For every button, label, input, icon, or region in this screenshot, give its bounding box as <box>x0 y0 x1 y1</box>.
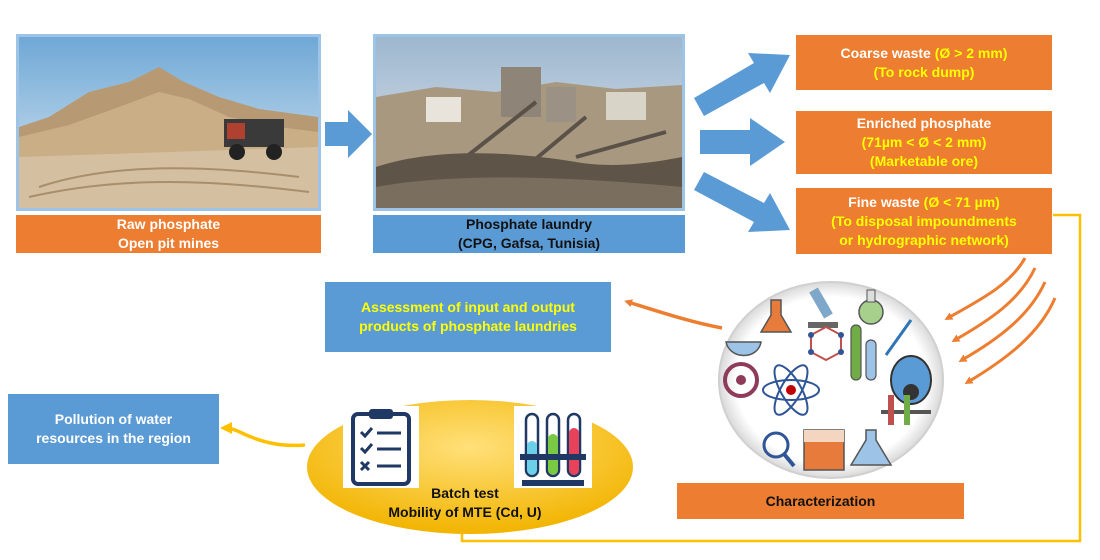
enriched-phosphate-box: Enriched phosphate (71µm < Ø < 2 mm) (Ma… <box>796 111 1052 174</box>
coarse-waste-box: Coarse waste (Ø > 2 mm) (To rock dump) <box>796 35 1052 90</box>
raw-phosphate-line2: Open pit mines <box>117 235 220 251</box>
enriched-phosphate-destination: (Marketable ore) <box>869 153 979 169</box>
raw-phosphate-line1: Raw phosphate <box>116 216 221 232</box>
arrow-to-pollution <box>220 422 306 448</box>
coarse-waste-size: (Ø > 2 mm) <box>934 44 1008 61</box>
phosphate-laundry-line2: (CPG, Gafsa, Tunisia) <box>457 235 601 251</box>
open-pit-mine-photo <box>16 34 321 211</box>
curved-arrow-3 <box>958 281 1047 363</box>
pollution-box: Pollution of water resources in the regi… <box>8 394 219 464</box>
fine-waste-label: Fine waste <box>848 193 920 210</box>
assessment-line1: Assessment of input and output <box>361 299 575 315</box>
pollution-line1: Pollution of water <box>54 411 173 427</box>
characterization-label: Characterization <box>765 492 876 509</box>
test-tubes-icon <box>514 406 592 488</box>
batch-test-line2: Mobility of MTE (Cd, U) <box>388 504 542 520</box>
raw-phosphate-label: Raw phosphate Open pit mines <box>16 215 321 253</box>
enriched-phosphate-label: Enriched phosphate <box>856 115 992 131</box>
curved-arrow-2 <box>951 267 1037 342</box>
phosphate-laundry-photo <box>373 34 685 211</box>
curved-arrow-1 <box>944 257 1027 320</box>
coarse-waste-label: Coarse waste <box>840 44 931 61</box>
enriched-phosphate-size: (71µm < Ø < 2 mm) <box>861 134 987 150</box>
fine-waste-size: (Ø < 71 µm) <box>923 193 1000 210</box>
batch-test-line1: Batch test <box>431 485 499 501</box>
coarse-waste-destination: (To rock dump) <box>873 63 975 80</box>
arrow-mine-to-laundry <box>325 110 372 158</box>
arrow-to-fine-waste <box>694 172 790 232</box>
curved-arrow-4 <box>964 297 1057 385</box>
fine-waste-destination-1: (To disposal impoundments <box>831 212 1017 229</box>
arrow-to-enriched-phosphate <box>700 118 785 166</box>
assessment-line2: products of phosphate laundries <box>359 318 577 334</box>
batch-test-label: Batch test Mobility of MTE (Cd, U) <box>340 483 590 523</box>
phosphate-laundry-label: Phosphate laundry (CPG, Gafsa, Tunisia) <box>373 215 685 253</box>
clipboard-checklist-icon <box>343 406 419 488</box>
phosphate-laundry-line1: Phosphate laundry <box>465 216 593 232</box>
characterization-box: Characterization <box>677 483 964 519</box>
arrow-to-coarse-waste <box>694 53 790 116</box>
arrow-to-assessment <box>624 299 723 330</box>
fine-waste-box: Fine waste (Ø < 71 µm) (To disposal impo… <box>796 188 1052 254</box>
assessment-box: Assessment of input and output products … <box>325 282 611 352</box>
fine-waste-destination-2: or hydrographic network) <box>839 231 1009 248</box>
pollution-line2: resources in the region <box>36 430 191 446</box>
lab-equipment-icon <box>716 280 946 480</box>
fine-waste-to-batch-line <box>460 213 1082 543</box>
